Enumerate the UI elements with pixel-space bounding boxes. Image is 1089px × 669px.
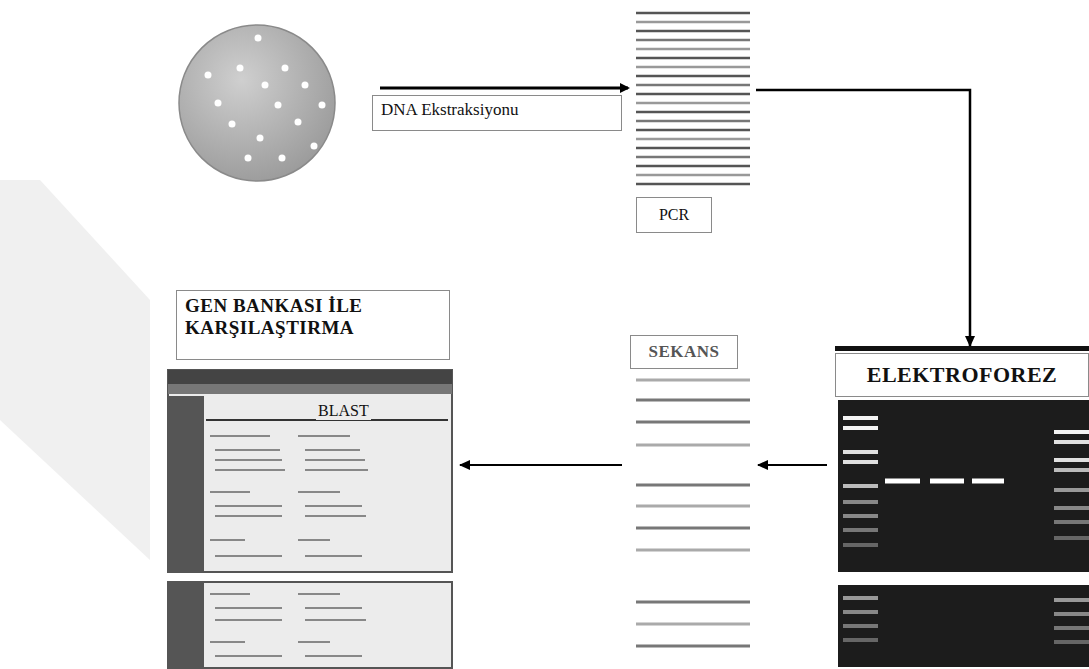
electrophoresis-box: ELEKTROFOREZ xyxy=(835,348,1089,666)
pcr-box: PCR xyxy=(636,10,752,235)
flow-arrow xyxy=(756,90,970,346)
node-label: ELEKTROFOREZ xyxy=(867,362,1058,387)
extraction-arrow xyxy=(380,87,628,90)
flow-arrow xyxy=(758,464,827,466)
gel-top-bar xyxy=(835,346,1089,351)
genbank-box: GEN BANKASI İLE KARŞILAŞTIRMA xyxy=(168,290,454,666)
node-label: PCR xyxy=(659,206,689,224)
flow-arrow xyxy=(460,464,622,466)
screen-title: BLAST xyxy=(316,402,371,420)
label-frame: PCR xyxy=(636,197,712,233)
node-label: SEKANS xyxy=(648,342,719,362)
label-frame: SEKANS xyxy=(630,335,738,369)
node-label: GEN BANKASI İLE KARŞILAŞTIRMA xyxy=(185,295,441,339)
label-frame: DNA Ekstraksiyonu xyxy=(372,95,622,131)
pcr-bands xyxy=(636,13,750,184)
extraction-box: DNA Ekstraksiyonu xyxy=(372,95,622,131)
sequence-box: SEKANS xyxy=(630,335,752,655)
petri-dish xyxy=(179,25,347,181)
sequence-bands xyxy=(636,380,750,646)
node-label: DNA Ekstraksiyonu xyxy=(381,100,518,120)
label-frame: ELEKTROFOREZ xyxy=(835,353,1089,397)
blast-screenshot xyxy=(168,370,452,668)
gel-image xyxy=(838,400,1089,667)
label-frame: GEN BANKASI İLE KARŞILAŞTIRMA xyxy=(176,290,450,360)
watermark xyxy=(0,180,150,560)
